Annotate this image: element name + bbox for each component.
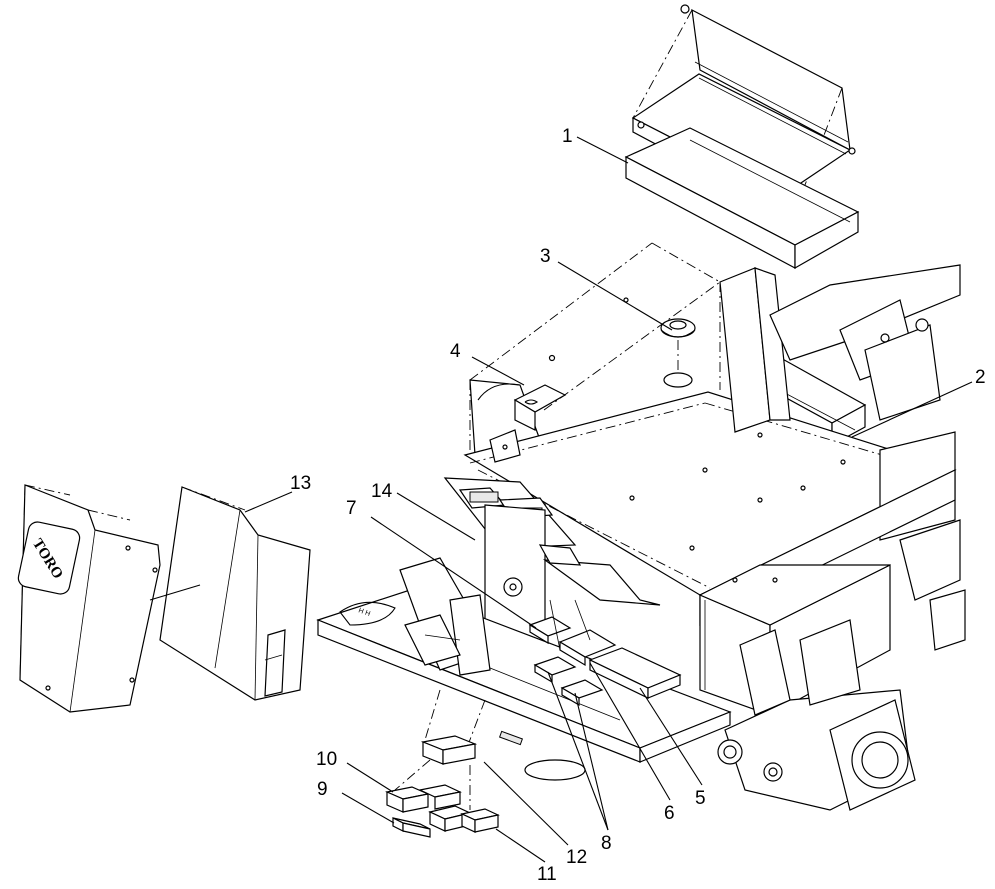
callout-9: 9 [317, 779, 328, 800]
pedals [528, 599, 682, 707]
callout-14: 14 [371, 481, 393, 502]
callout-1: 1 [562, 126, 573, 147]
frame-front-axle [717, 619, 916, 811]
callout-10: 10 [316, 749, 337, 770]
callout-12: 12 [566, 847, 587, 868]
callout-5: 5 [695, 788, 706, 809]
callout-8: 8 [601, 833, 612, 854]
lever-assembly [399, 557, 491, 676]
part-13-console-cover [149, 486, 311, 701]
leader-lines [244, 136, 973, 863]
parts-9-12 [385, 689, 500, 838]
part-1-seat-pan [624, 4, 860, 270]
callout-2: 2 [975, 367, 986, 388]
part-3-grommet [660, 318, 696, 388]
frame-right-tubes [769, 264, 966, 651]
callout-4: 4 [450, 341, 461, 362]
part-4-bracket [489, 384, 567, 463]
callout-7: 7 [346, 498, 357, 519]
svg-text:H H: H H [357, 607, 371, 618]
callout-13: 13 [290, 473, 311, 494]
callout-6: 6 [664, 803, 675, 824]
callout-11: 11 [537, 864, 557, 885]
callout-labels: 1 2 3 4 5 6 7 8 9 10 11 12 13 14 [290, 126, 986, 885]
left-shroud-logo-panel: TORO [17, 484, 161, 713]
callout-3: 3 [540, 246, 551, 267]
